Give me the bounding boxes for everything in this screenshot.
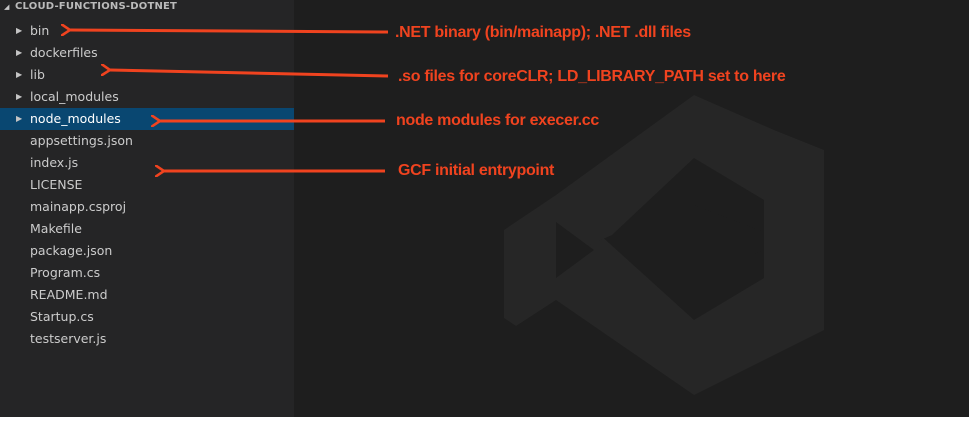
tree-item-license[interactable]: LICENSE <box>0 174 294 196</box>
tree-item-label: Program.cs <box>30 265 101 280</box>
tree-item-node-modules[interactable]: ▶ node_modules <box>0 108 294 130</box>
tree-item-label: README.md <box>30 287 108 302</box>
tree-item-package-json[interactable]: package.json <box>0 240 294 262</box>
chevron-right-icon: ▶ <box>16 92 23 101</box>
chevron-right-icon: ▶ <box>16 114 23 123</box>
tree-item-label: mainapp.csproj <box>30 199 127 214</box>
tree-item-startup-cs[interactable]: Startup.cs <box>0 306 294 328</box>
tree-item-program-cs[interactable]: Program.cs <box>0 262 294 284</box>
tree-item-bin[interactable]: ▶ bin <box>0 20 294 42</box>
tree-item-index-js[interactable]: index.js <box>0 152 294 174</box>
explorer-sidebar: ◢ CLOUD-FUNCTIONS-DOTNET ▶ bin ▶ dockerf… <box>0 0 294 417</box>
tree-item-label: package.json <box>30 243 113 258</box>
tree-item-label: testserver.js <box>30 331 107 346</box>
tree-item-label: dockerfiles <box>30 45 98 60</box>
editor-area[interactable] <box>294 0 969 417</box>
tree-item-lib[interactable]: ▶ lib <box>0 64 294 86</box>
tree-item-local-modules[interactable]: ▶ local_modules <box>0 86 294 108</box>
tree-item-appsettings-json[interactable]: appsettings.json <box>0 130 294 152</box>
tree-item-label: local_modules <box>30 89 119 104</box>
tree-item-label: index.js <box>30 155 79 170</box>
bottom-border <box>0 417 969 421</box>
tree-item-testserver-js[interactable]: testserver.js <box>0 328 294 350</box>
section-title: CLOUD-FUNCTIONS-DOTNET <box>15 1 178 12</box>
tree-item-makefile[interactable]: Makefile <box>0 218 294 240</box>
tree-item-label: node_modules <box>30 111 121 126</box>
tree-item-dockerfiles[interactable]: ▶ dockerfiles <box>0 42 294 64</box>
tree-item-label: lib <box>30 67 45 82</box>
vscode-watermark-icon <box>504 95 824 395</box>
chevron-down-icon: ◢ <box>4 3 10 11</box>
tree-item-label: appsettings.json <box>30 133 133 148</box>
tree-item-label: Startup.cs <box>30 309 94 324</box>
chevron-right-icon: ▶ <box>16 48 23 57</box>
tree-item-label: LICENSE <box>30 177 83 192</box>
explorer-section-header[interactable]: ◢ CLOUD-FUNCTIONS-DOTNET <box>0 0 294 14</box>
chevron-right-icon: ▶ <box>16 26 23 35</box>
tree-item-readme-md[interactable]: README.md <box>0 284 294 306</box>
chevron-right-icon: ▶ <box>16 70 23 79</box>
tree-item-mainapp-csproj[interactable]: mainapp.csproj <box>0 196 294 218</box>
tree-item-label: Makefile <box>30 221 82 236</box>
tree-item-label: bin <box>30 23 50 38</box>
